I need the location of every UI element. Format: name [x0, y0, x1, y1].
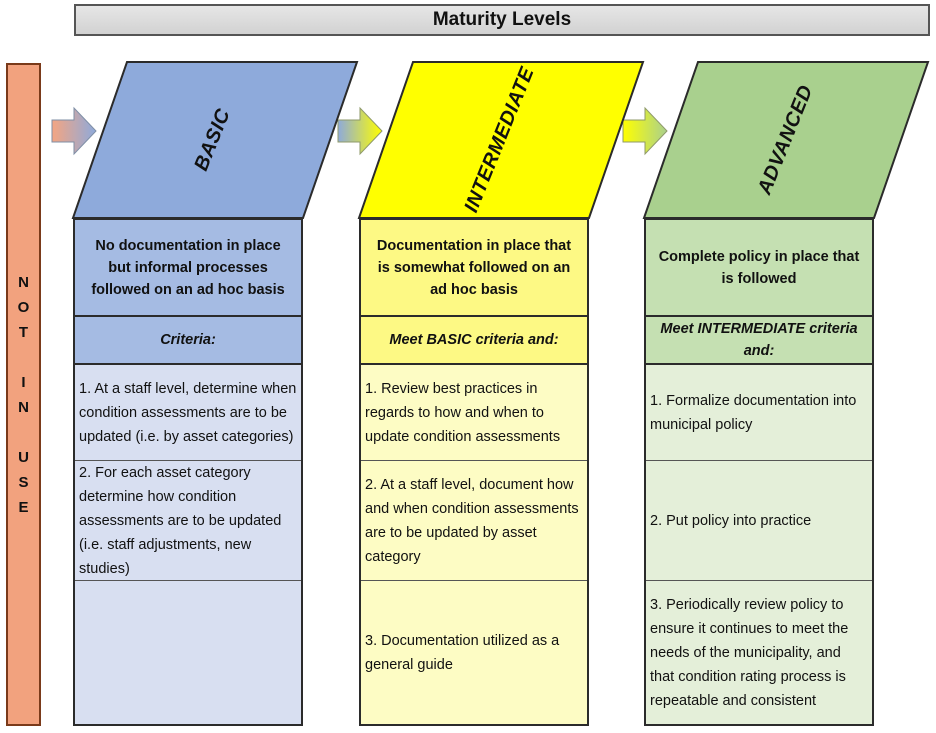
intermediate-parallelogram	[357, 61, 645, 219]
criteria-heading: Meet INTERMEDIATE criteria and:	[646, 317, 872, 365]
criteria-item: 2. For each asset category determine how…	[75, 461, 301, 581]
advanced-column: Complete policy in place that is followe…	[644, 218, 874, 726]
criteria-item: 1. At a staff level, determine when cond…	[75, 365, 301, 461]
side-letter: T	[18, 323, 29, 341]
intermediate-column: Documentation in place that is somewhat …	[359, 218, 589, 726]
not-in-use-bar: N O T I N U S E	[6, 63, 41, 726]
side-letter	[8, 345, 39, 370]
basic-parallelogram	[71, 61, 359, 219]
level-summary: Complete policy in place that is followe…	[646, 220, 872, 317]
side-letter: E	[18, 498, 29, 516]
header-shapes	[51, 61, 930, 219]
side-letter: S	[18, 473, 29, 491]
side-letter	[8, 420, 39, 445]
level-summary: Documentation in place that is somewhat …	[361, 220, 587, 317]
level-summary: No documentation in place but informal p…	[75, 220, 301, 317]
criteria-item: 2. Put policy into practice	[646, 461, 872, 581]
criteria-item: 1. Formalize documentation into municipa…	[646, 365, 872, 461]
criteria-heading: Meet BASIC criteria and:	[361, 317, 587, 365]
criteria-item: 1. Review best practices in regards to h…	[361, 365, 587, 461]
side-letter: I	[21, 373, 26, 391]
side-letter: O	[17, 298, 30, 316]
maturity-levels-title: Maturity Levels	[74, 4, 930, 36]
side-letter: N	[18, 273, 29, 291]
arrow-right-icon	[622, 106, 668, 156]
criteria-item: 2. At a staff level, document how and wh…	[361, 461, 587, 581]
arrow-right-icon	[337, 106, 383, 156]
side-letter: U	[18, 448, 29, 466]
criteria-item	[75, 581, 301, 724]
basic-column: No documentation in place but informal p…	[73, 218, 303, 726]
arrow-right-icon	[51, 106, 97, 156]
criteria-heading: Criteria:	[75, 317, 301, 365]
advanced-parallelogram	[642, 61, 930, 219]
criteria-item: 3. Documentation utilized as a general g…	[365, 632, 560, 673]
side-letter: N	[18, 398, 29, 416]
criteria-item: 3. Periodically review policy to ensure …	[650, 596, 849, 709]
